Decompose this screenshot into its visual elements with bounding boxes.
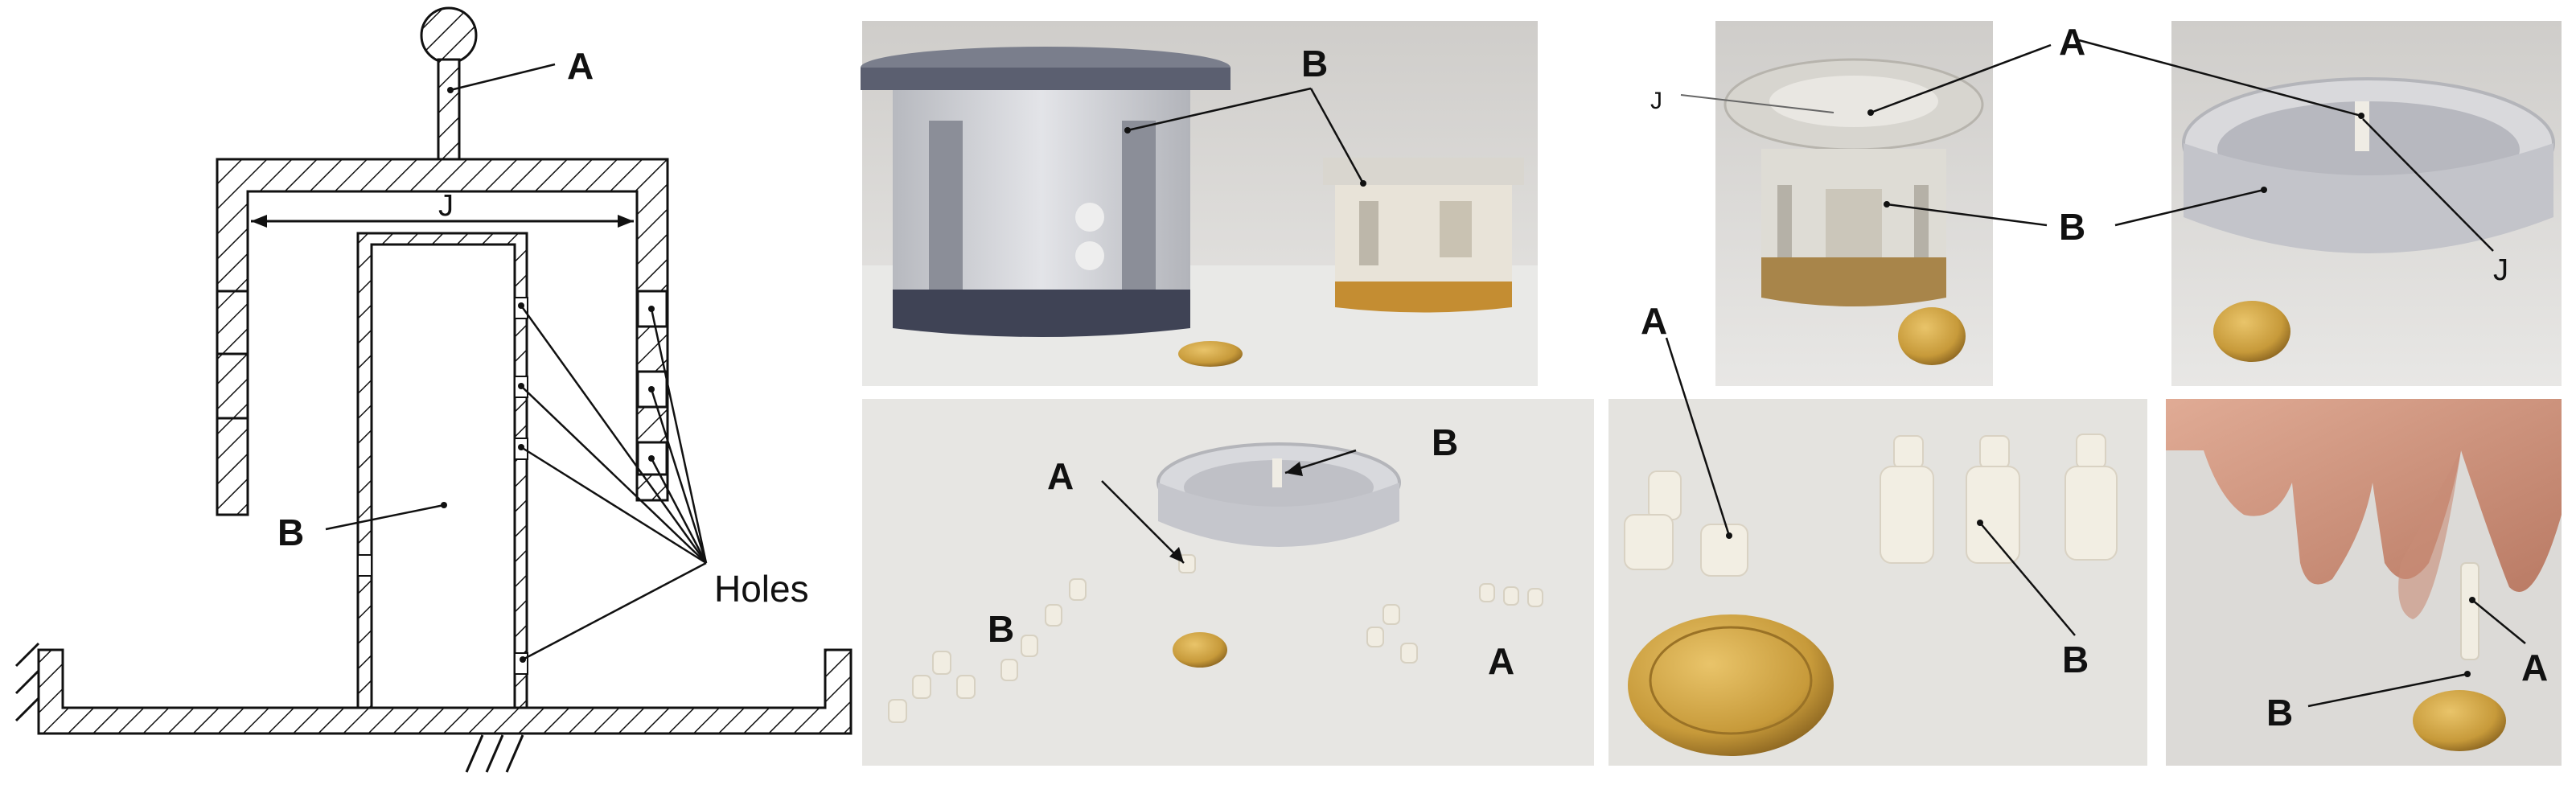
label-j: J — [438, 189, 454, 223]
photo-3: J — [2078, 21, 2562, 386]
photo4-label-a-top: A — [1047, 455, 1074, 497]
photo-2: A B J — [1650, 21, 2085, 386]
part-a-cap — [216, 158, 669, 516]
photo-5: A B — [1608, 300, 2147, 766]
base-tray — [37, 648, 853, 735]
part-a-stem — [437, 58, 461, 161]
photo4-label-b-left: B — [988, 608, 1014, 650]
label-b: B — [277, 512, 304, 553]
leader-b — [325, 503, 445, 531]
label-a: A — [567, 45, 594, 87]
cross-section-drawing: J A B Holes — [14, 6, 853, 773]
photo-6: A B — [2166, 399, 2562, 766]
cap-left-segments — [217, 290, 248, 420]
photo6-label-b: B — [2266, 692, 2293, 734]
ground-marks — [14, 642, 524, 773]
photo4-label-b-top: B — [1432, 421, 1458, 463]
tube-holes — [357, 297, 528, 675]
photo4-label-a-right: A — [1488, 640, 1514, 682]
dimension-j — [251, 215, 634, 228]
photo3-label-j: J — [2493, 253, 2508, 287]
part-b-tube — [356, 232, 528, 724]
label-holes: Holes — [714, 568, 809, 610]
holes-leaders — [518, 302, 708, 663]
photo5-label-b: B — [2062, 639, 2089, 680]
photo-4: B A B A — [862, 399, 1594, 766]
leader-a — [450, 63, 556, 92]
photo5-label-a: A — [1641, 300, 1667, 342]
photo2-label-b: B — [2059, 206, 2085, 248]
cap-holes — [636, 290, 668, 476]
part-a-knob — [420, 6, 478, 64]
photo-1: B — [861, 21, 1538, 386]
photo2-label-j: J — [1650, 88, 1662, 114]
photo6-label-a: A — [2521, 647, 2548, 688]
photo1-label-b: B — [1301, 43, 1328, 84]
